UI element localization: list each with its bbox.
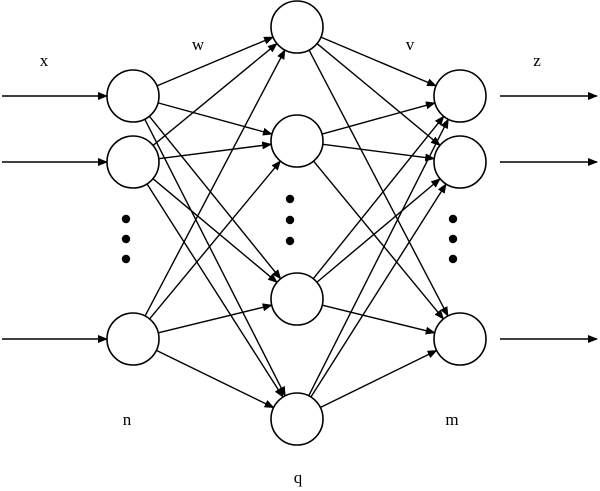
edge-in3-h2 <box>149 160 282 320</box>
edge-h2-out1 <box>321 101 436 135</box>
ellipsis-dot-1-2 <box>121 234 131 244</box>
output-count-label: m <box>445 410 458 429</box>
io-arrows <box>2 92 598 343</box>
hidden-count-label: q <box>294 468 303 487</box>
hidden-node-2 <box>270 114 324 168</box>
edge-h2-out2 <box>322 143 436 162</box>
edge-in1-h1 <box>156 36 274 87</box>
input-node-3 <box>106 312 160 366</box>
hidden-node-4 <box>270 392 324 446</box>
output-node-2 <box>433 135 487 189</box>
edge-in3-h3 <box>158 303 273 334</box>
edge-h2-out3 <box>312 160 445 320</box>
hidden-node-3 <box>270 272 324 326</box>
ellipsis-dot-3-1 <box>448 214 458 224</box>
ellipsis-dot-3-3 <box>448 254 458 264</box>
output-node-3 <box>433 312 487 366</box>
nodes <box>106 0 487 446</box>
ellipsis-dot-2-2 <box>285 215 295 225</box>
edge-in3-h1 <box>144 49 286 317</box>
output-node-1 <box>433 69 487 123</box>
edge-in2-h3 <box>152 178 278 283</box>
input-node-1 <box>106 69 160 123</box>
edge-h4-out2 <box>310 183 447 398</box>
edge-h4-out3 <box>320 349 438 409</box>
edge-in1-h2 <box>157 102 273 136</box>
edge-in2-h4 <box>146 183 284 398</box>
ellipsis-dot-1-3 <box>121 254 131 264</box>
ellipsis-dot-2-3 <box>285 236 295 246</box>
edge-h1-out3 <box>308 49 449 317</box>
edge-in2-h2 <box>158 141 273 160</box>
edge-in1-h4 <box>144 118 286 397</box>
edge-h3-out1 <box>312 115 445 280</box>
input-node-2 <box>106 135 160 189</box>
hidden-node-1 <box>270 0 324 54</box>
output-label: z <box>533 51 541 70</box>
input-label: x <box>40 51 49 70</box>
ellipsis-dots <box>121 194 458 264</box>
input-count-label: n <box>123 410 132 429</box>
edge-h3-out3 <box>322 304 436 335</box>
ellipsis-dot-1-1 <box>121 214 131 224</box>
edge-h3-out2 <box>316 178 441 283</box>
edge-in1-h3 <box>148 115 282 280</box>
edge-in2-h1 <box>152 42 278 147</box>
edge-h1-out1 <box>320 36 437 87</box>
ellipsis-dot-3-2 <box>448 234 458 244</box>
edge-h1-out2 <box>316 43 441 147</box>
edge-in3-h4 <box>156 349 275 409</box>
weights-out-label: v <box>406 35 415 54</box>
edge-h4-out1 <box>308 118 449 397</box>
weights-in-label: w <box>192 35 205 54</box>
ellipsis-dot-2-1 <box>285 194 295 204</box>
connection-edges <box>144 36 449 409</box>
